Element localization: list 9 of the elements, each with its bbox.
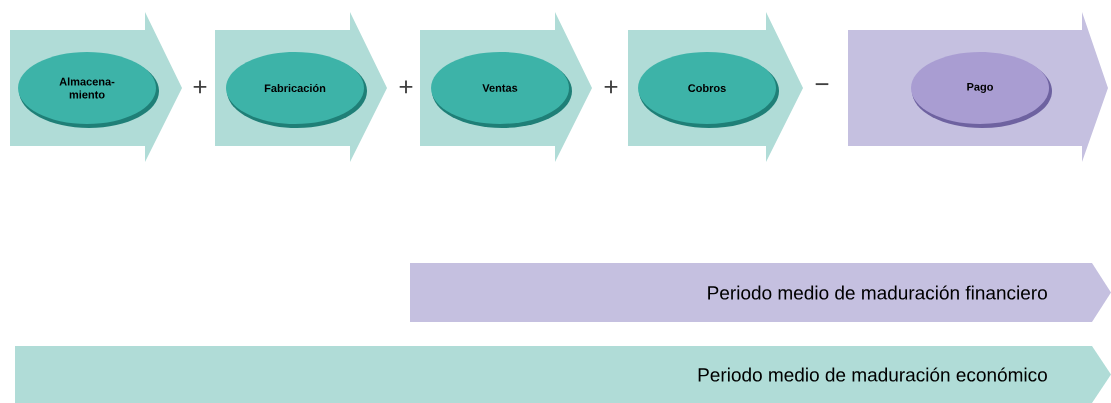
operator-sign: + (193, 80, 207, 94)
chevron-box: Pago (848, 12, 1108, 162)
chevron-box: Fabricación (215, 12, 387, 162)
operator-sign: − (815, 83, 829, 86)
operator-sign: + (399, 80, 413, 94)
operator-sign: + (604, 80, 618, 94)
chevron-box: Ventas (420, 12, 592, 162)
chevron-box: Almacena- miento (10, 12, 182, 162)
chevron-box: Cobros (628, 12, 803, 162)
